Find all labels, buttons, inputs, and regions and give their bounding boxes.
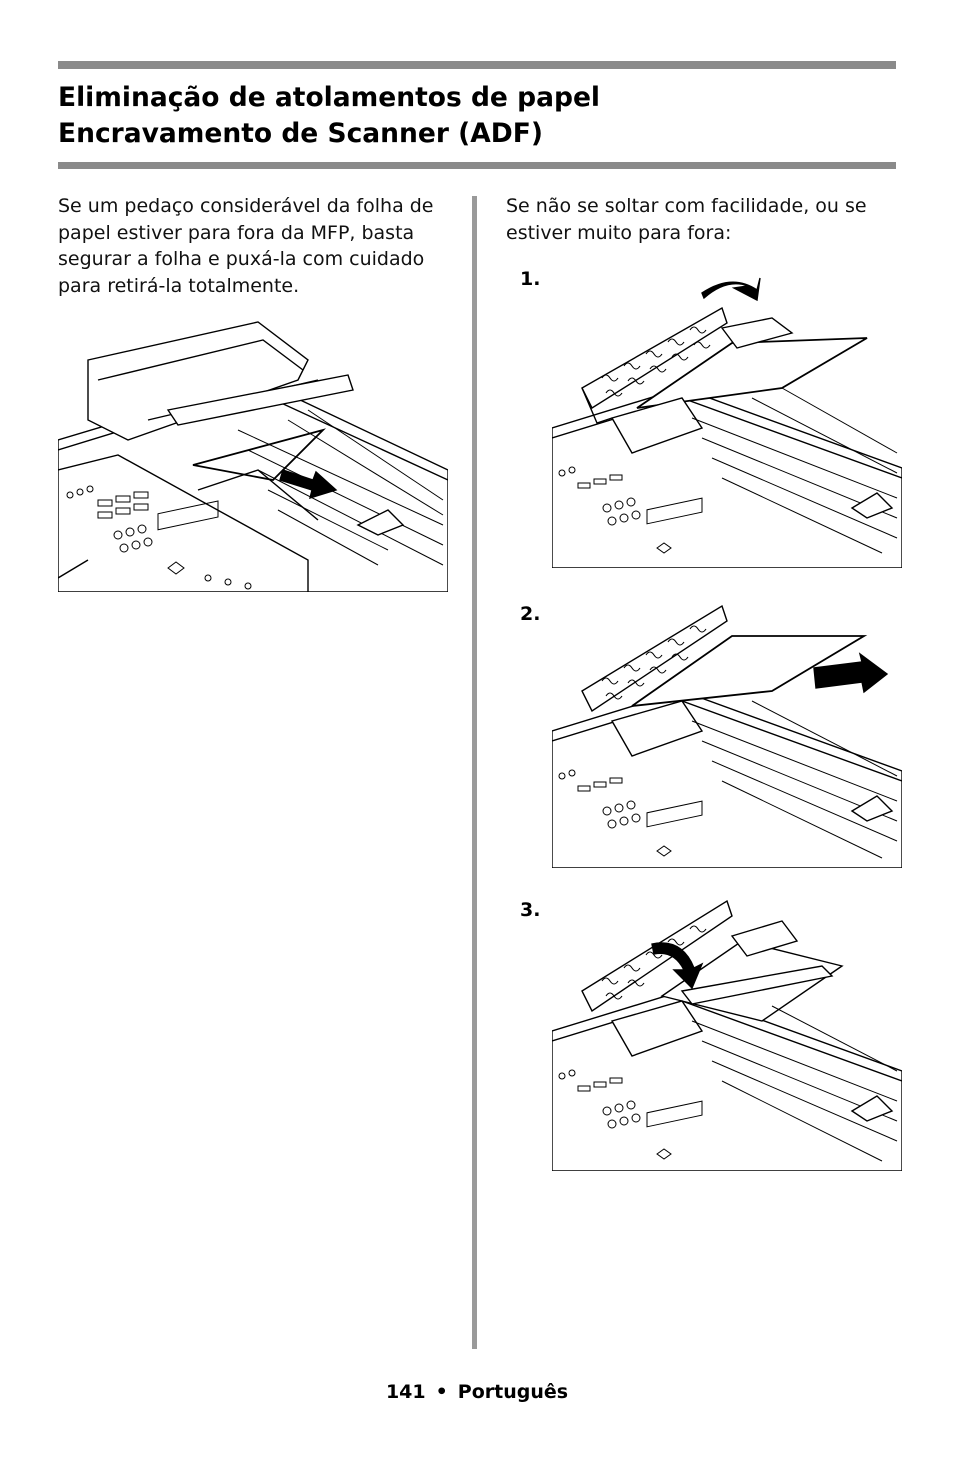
illustration-step-3	[552, 896, 902, 1171]
illustration-pull-sheet	[58, 320, 448, 592]
step-2-label: 2.	[520, 603, 541, 625]
right-paragraph: Se não se soltar com facilidade, ou se e…	[506, 195, 867, 244]
footer-language: Português	[457, 1381, 569, 1403]
illustration-step-1	[552, 268, 902, 568]
page-title: Eliminação de atolamentos de papel Encra…	[58, 80, 896, 152]
title-line-2: Encravamento de Scanner (ADF)	[58, 118, 544, 149]
left-paragraph: Se um pedaço considerável da folha de pa…	[58, 195, 434, 297]
title-line-1: Eliminação de atolamentos de papel	[58, 82, 600, 113]
illustration-step-2	[552, 596, 902, 868]
step-3-label: 3.	[520, 899, 541, 921]
column-divider	[472, 196, 477, 1349]
step-1-label: 1.	[520, 268, 541, 290]
page-number: 141	[385, 1381, 426, 1403]
page-footer: 141 • Português	[0, 1381, 954, 1403]
header-rule-top	[58, 61, 896, 69]
footer-separator: •	[435, 1381, 448, 1403]
header-rule-bottom	[58, 162, 896, 169]
